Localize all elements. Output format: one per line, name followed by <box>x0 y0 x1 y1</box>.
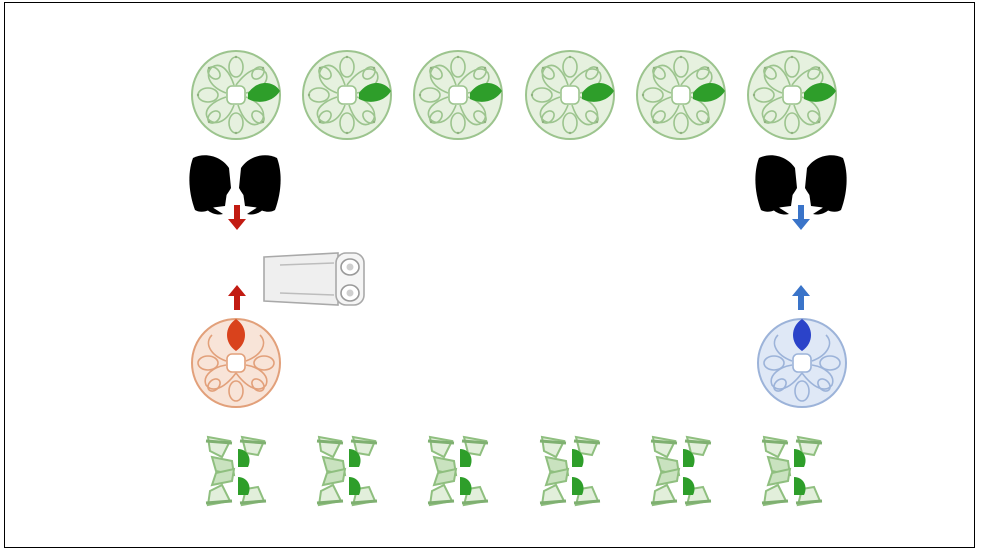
diagram-frame <box>4 2 975 548</box>
arrow-down-red-icon <box>228 205 246 230</box>
flower-disc-blue <box>757 318 847 408</box>
gray-gripper <box>263 252 365 306</box>
arrow-up-red-icon <box>228 285 246 310</box>
rotate-orange-icon-left: .rl .rot-stroke{stroke:#ef7d1a} <box>222 247 250 275</box>
hourglass-piece-green <box>649 435 713 507</box>
hourglass-piece-green <box>204 435 268 507</box>
flower-disc-green <box>747 50 837 140</box>
flower-disc-green <box>302 50 393 140</box>
rotate-orange-icon-right: .rr .rot-stroke{stroke:#ef7d1a} <box>787 247 815 275</box>
flower-disc-orange <box>191 318 281 408</box>
arrow-up-blue-icon <box>792 285 810 310</box>
hourglass-piece-green <box>426 435 490 507</box>
flower-disc-green <box>635 50 726 140</box>
flower-disc-green <box>524 50 615 140</box>
hourglass-piece-green <box>315 435 379 507</box>
hourglass-piece-green <box>538 435 602 507</box>
flower-disc-green <box>413 50 504 140</box>
hourglass-piece-green <box>760 435 824 507</box>
flower-disc-green <box>191 50 281 140</box>
arrow-down-blue-icon <box>792 205 810 230</box>
